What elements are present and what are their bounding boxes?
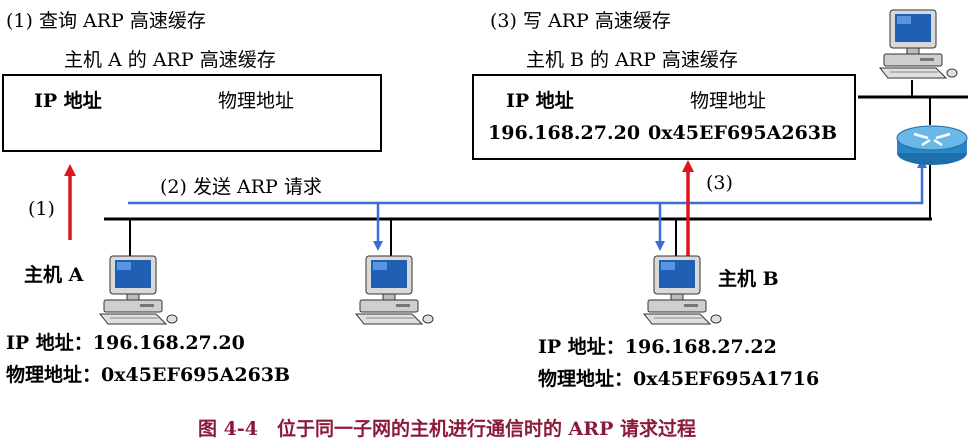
cache-b-table: IP 地址 物理地址 196.168.27.20 0x45EF695A263B bbox=[472, 74, 856, 160]
cache-b-entry-mac: 0x45EF695A263B bbox=[648, 122, 838, 144]
cache-b-col-ip: IP 地址 bbox=[506, 90, 574, 112]
step3-arrow-label: (3) bbox=[706, 172, 733, 194]
cache-b-col-mac: 物理地址 bbox=[690, 90, 767, 112]
host-a-mac: 物理地址：0x45EF695A263B bbox=[6, 364, 291, 386]
cache-a-col-ip: IP 地址 bbox=[34, 90, 102, 112]
step1-title: (1) 查询 ARP 高速缓存 bbox=[6, 10, 206, 32]
step2-label: (2) 发送 ARP 请求 bbox=[160, 176, 322, 198]
host-a-ip: IP 地址：196.168.27.20 bbox=[6, 332, 245, 354]
host-a-name: 主机 A bbox=[24, 264, 84, 286]
arp-request-arrow bbox=[128, 158, 927, 205]
cache-a-table: IP 地址 物理地址 bbox=[2, 74, 382, 152]
router-icon bbox=[896, 125, 968, 165]
computer-icon bbox=[643, 255, 722, 325]
step3-title: (3) 写 ARP 高速缓存 bbox=[490, 10, 671, 32]
host-b-mac: 物理地址：0x45EF695A1716 bbox=[538, 368, 820, 390]
cache-b-title: 主机 B 的 ARP 高速缓存 bbox=[526, 49, 738, 71]
figure-caption: 图 4-4 位于同一子网的主机进行通信时的 ARP 请求过程 bbox=[198, 418, 696, 440]
computer-icon bbox=[99, 255, 178, 325]
host-b-name: 主机 B bbox=[718, 268, 779, 290]
computer-icon bbox=[879, 9, 958, 79]
computer-icon bbox=[355, 255, 434, 325]
host-b-ip: IP 地址：196.168.27.22 bbox=[538, 336, 777, 358]
cache-a-title: 主机 A 的 ARP 高速缓存 bbox=[64, 49, 276, 71]
cache-b-entry-ip: 196.168.27.20 bbox=[488, 122, 641, 144]
cache-a-col-mac: 物理地址 bbox=[218, 90, 295, 112]
step1-arrow-label: (1) bbox=[28, 198, 55, 220]
